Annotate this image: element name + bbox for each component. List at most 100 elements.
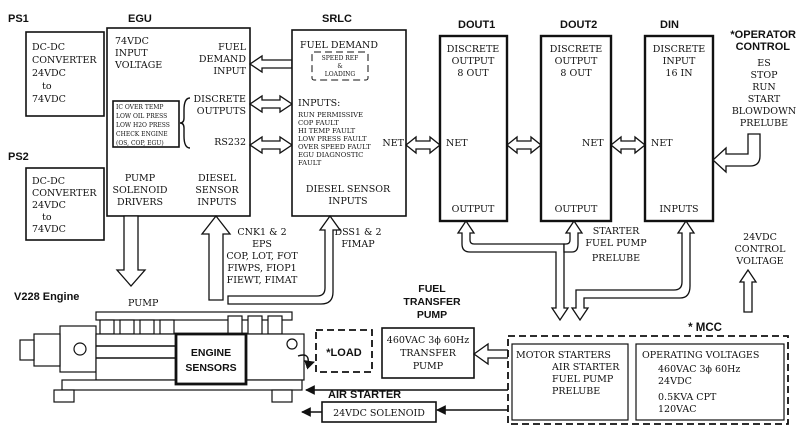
- dout2-title: DOUT2: [560, 19, 597, 31]
- egu-fuel-1: FUEL: [218, 42, 247, 53]
- dout2-box: [539, 34, 613, 223]
- egu-fuel-3: INPUT: [213, 66, 246, 77]
- din-to-mcc-arrow: [570, 219, 696, 322]
- egu-voltage-3: VOLTAGE: [114, 60, 162, 71]
- diesel-sensor-arrow: [200, 214, 232, 301]
- ftp-title-1: FUEL: [418, 283, 446, 295]
- ps2-line-5: 74VDC: [32, 224, 66, 235]
- sensor-left-5: FIEWT, FIMAT: [227, 275, 298, 286]
- ftp-line-3: PUMP: [413, 361, 444, 372]
- egu-pump-1: PUMP: [125, 173, 156, 184]
- ftp-title-3: PUMP: [417, 309, 447, 321]
- srlc-speed-3: LOADING: [325, 71, 356, 78]
- srlc-title: SRLC: [322, 13, 352, 25]
- net-link-dout2-din: [609, 135, 647, 155]
- egu-voltage-2: INPUT: [115, 48, 148, 59]
- net-link-srlc-dout1: [404, 135, 442, 155]
- egu-pump-2: SOLENOID: [112, 185, 167, 196]
- engine-pump-label: PUMP: [128, 298, 159, 309]
- egu-alarm-1: IC OVER TEMP: [116, 104, 163, 111]
- egu-alarm-4: CHECK ENGINE: [116, 131, 168, 138]
- din-title: DIN: [660, 19, 679, 31]
- mcc-ms-3: FUEL PUMP: [552, 374, 614, 385]
- mcc-ov-2: 460VAC 3ϕ 60Hz: [658, 364, 740, 375]
- starter-label: STARTER: [593, 226, 640, 237]
- mcc-ms-2: AIR STARTER: [551, 362, 620, 373]
- srlc-sensor-arrow: [227, 214, 342, 305]
- operator-title-2: CONTROL: [736, 41, 791, 53]
- srlc-input-6: EGU DIAGNOSTIC: [298, 151, 363, 159]
- srlc-net: NET: [382, 138, 404, 149]
- srlc-input-2: COP FAULT: [298, 119, 339, 127]
- mcc-ov-3: 24VDC: [658, 376, 692, 387]
- dout2-desc-1: DISCRETE: [550, 44, 603, 55]
- motor-starters-box: [511, 343, 629, 421]
- din-desc-1: DISCRETE: [653, 44, 706, 55]
- load-box: [315, 329, 373, 373]
- srlc-input-7: FAULT: [298, 159, 322, 167]
- egu-fuel-2: DEMAND: [199, 54, 246, 65]
- ps2-title: PS2: [8, 151, 29, 163]
- rs232-link-arrow: [248, 135, 294, 155]
- engine-title: V228 Engine: [14, 291, 79, 303]
- ps2-line-4: to: [42, 212, 52, 223]
- srlc-input-5: OVER SPEED FAULT: [298, 143, 371, 151]
- prelube-label: PRELUBE: [592, 253, 640, 264]
- srlc-speed-1: SPEED REF: [322, 55, 359, 62]
- egu-rs232: RS232: [214, 137, 246, 148]
- control-voltage-3: VOLTAGE: [735, 256, 783, 267]
- sensor-left-2: EPS: [252, 239, 272, 250]
- sensor-right-1: DSS1 & 2: [334, 227, 381, 238]
- ftp-box: [381, 327, 475, 379]
- egu-brace: [179, 97, 191, 149]
- operating-voltages-box: [635, 343, 785, 421]
- dout1-output: OUTPUT: [452, 204, 495, 215]
- air-starter-solenoid: 24VDC SOLENOID: [333, 408, 425, 419]
- srlc-diesel-2: INPUTS: [328, 196, 367, 207]
- sensor-left-3: COP, LOT, FOT: [226, 251, 298, 262]
- egu-diesel-3: INPUTS: [197, 197, 236, 208]
- sensor-left-1: CNK1 & 2: [237, 227, 286, 238]
- ps1-line-2: CONVERTER: [32, 55, 97, 66]
- operator-item-es: ES: [757, 58, 770, 69]
- fuel-pump-label: FUEL PUMP: [585, 238, 647, 249]
- engine-drawing: [19, 311, 315, 403]
- control-voltage-2: CONTROL: [735, 244, 787, 255]
- ps2-line-1: DC-DC: [32, 176, 65, 187]
- srlc-input-1: RUN PERMISSIVE: [298, 111, 363, 119]
- ftp-line-2: TRANSFER: [400, 348, 457, 359]
- din-inputs: INPUTS: [659, 204, 698, 215]
- engine-sensors-1: ENGINE: [191, 347, 231, 359]
- egu-diesel-1: DIESEL: [198, 173, 237, 184]
- srlc-inputs-title: INPUTS:: [298, 98, 340, 109]
- mcc-to-ftp-arrow: [472, 342, 509, 366]
- load-label: *LOAD: [326, 347, 362, 359]
- ps1-line-1: DC-DC: [32, 42, 65, 53]
- ftp-line-1: 460VAC 3ϕ 60Hz: [387, 335, 469, 346]
- egu-diesel-2: SENSOR: [195, 185, 239, 196]
- egu-alarm-2: LOW OIL PRESS: [116, 113, 167, 120]
- ps1-line-5: 74VDC: [32, 94, 66, 105]
- ps2-line-2: CONVERTER: [32, 188, 97, 199]
- operator-title-1: *OPERATOR: [730, 29, 796, 41]
- ps1-box: [25, 31, 105, 117]
- fuel-demand-arrow: [248, 54, 293, 74]
- dout1-box: [438, 34, 509, 223]
- operator-item-stop: STOP: [750, 70, 778, 81]
- operator-item-blowdown: BLOWDOWN: [732, 106, 796, 117]
- dout1-to-mcc-arrow: [456, 219, 570, 322]
- din-net: NET: [651, 138, 673, 149]
- ps2-line-3: 24VDC: [32, 200, 66, 211]
- ps2-box: [25, 167, 105, 241]
- mcc-ms-1: MOTOR STARTERS: [516, 350, 611, 361]
- mcc-title: * MCC: [688, 322, 722, 334]
- control-voltage-1: 24VDC: [743, 232, 777, 243]
- operator-item-start: START: [748, 94, 781, 105]
- dout1-desc-2: OUTPUT: [452, 56, 495, 67]
- air-starter-title: AIR STARTER: [328, 389, 401, 401]
- egu-discrete-1: DISCRETE: [193, 94, 246, 105]
- dout1-title: DOUT1: [458, 19, 495, 31]
- srlc-fuel-demand: FUEL DEMAND: [300, 40, 378, 51]
- srlc-input-3: HI TEMP FAULT: [298, 127, 356, 135]
- mcc-ms-4: PRELUBE: [552, 386, 600, 397]
